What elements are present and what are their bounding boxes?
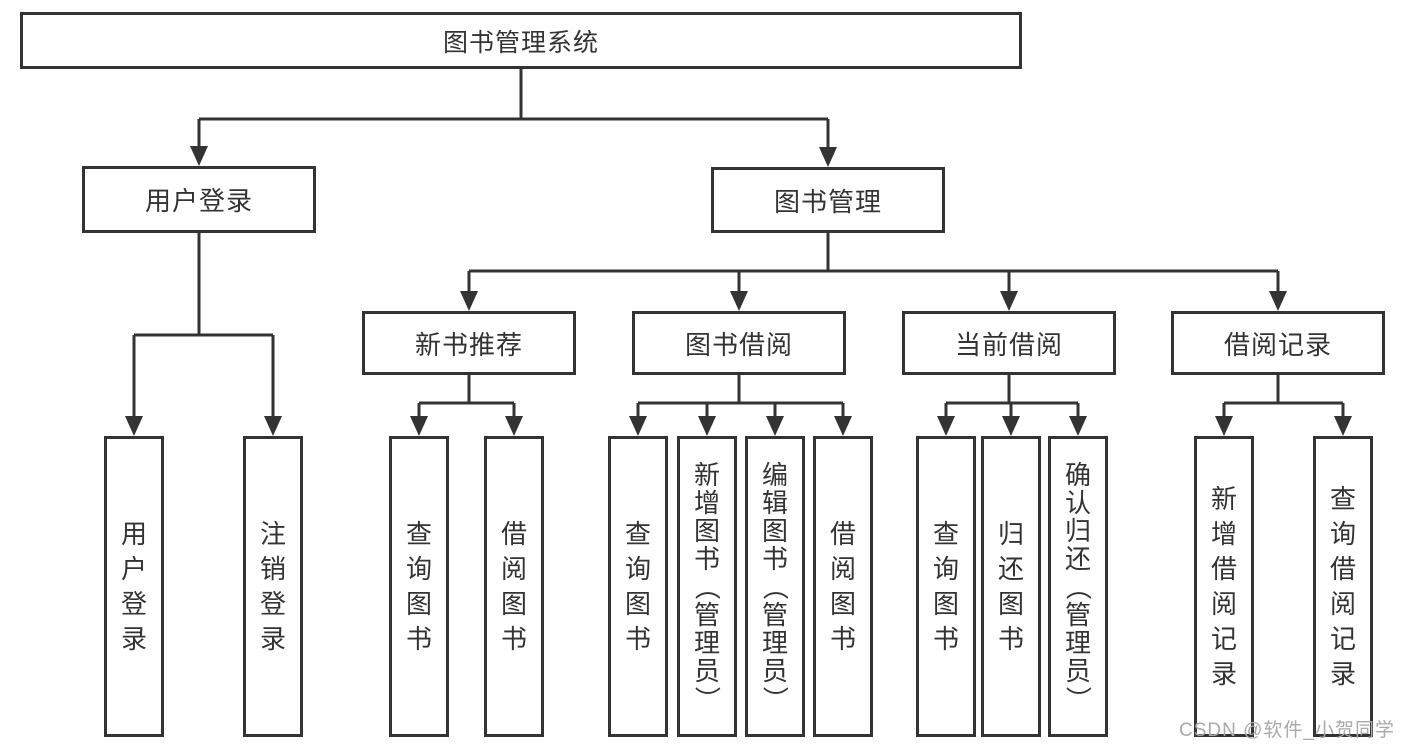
leaf-borrow-borrow-books: 借阅图书 <box>813 436 873 737</box>
leaf-newbook-search-books-label: 查询图书 <box>405 519 432 654</box>
leaf-current-return-books: 归还图书 <box>981 436 1041 737</box>
leaf-borrow-borrow-books-label: 借阅图书 <box>829 519 856 654</box>
node-root-system: 图书管理系统 <box>20 12 1022 69</box>
node-new-book-recommend-label: 新书推荐 <box>414 329 523 360</box>
leaf-logout: 注销登录 <box>243 436 303 737</box>
node-current-borrowing: 当前借阅 <box>902 311 1116 375</box>
node-book-management-label: 图书管理 <box>773 186 882 217</box>
leaf-current-confirm-return-admin: 确认归还（管理员） <box>1048 436 1108 737</box>
node-borrowing-records: 借阅记录 <box>1171 311 1385 375</box>
leaf-records-add-record-label: 新增借阅记录 <box>1210 484 1237 689</box>
leaf-records-search-record-label: 查询借阅记录 <box>1329 484 1356 689</box>
node-borrowing-records-label: 借阅记录 <box>1223 329 1332 360</box>
node-new-book-recommend: 新书推荐 <box>362 311 576 375</box>
leaf-user-login: 用户登录 <box>104 436 164 737</box>
node-root-label: 图书管理系统 <box>442 28 599 57</box>
leaf-newbook-borrow-books: 借阅图书 <box>484 436 544 737</box>
leaf-borrow-search-books: 查询图书 <box>608 436 668 737</box>
watermark: CSDN @软件_小贺同学 <box>1179 720 1395 741</box>
node-user-login-label: 用户登录 <box>144 186 253 216</box>
leaf-current-search-books-label: 查询图书 <box>932 519 959 654</box>
leaf-newbook-borrow-books-label: 借阅图书 <box>500 519 527 654</box>
leaf-newbook-search-books: 查询图书 <box>389 436 449 737</box>
leaf-current-search-books: 查询图书 <box>916 436 976 737</box>
leaf-borrow-search-books-label: 查询图书 <box>624 519 651 654</box>
leaf-records-search-record: 查询借阅记录 <box>1313 436 1373 737</box>
node-user-login: 用户登录 <box>82 166 316 233</box>
leaf-logout-label: 注销登录 <box>259 519 286 654</box>
leaf-records-add-record: 新增借阅记录 <box>1194 436 1254 737</box>
leaf-borrow-add-books-admin: 新增图书（管理员） <box>677 436 737 737</box>
leaf-current-return-books-label: 归还图书 <box>997 519 1024 654</box>
node-book-borrowing: 图书借阅 <box>632 311 846 375</box>
leaf-borrow-edit-books-admin-label: 编辑图书（管理员） <box>759 459 790 712</box>
node-current-borrowing-label: 当前借阅 <box>954 329 1063 360</box>
leaf-borrow-edit-books-admin: 编辑图书（管理员） <box>745 436 805 737</box>
node-book-management: 图书管理 <box>711 167 945 233</box>
leaf-user-login-label: 用户登录 <box>120 519 147 654</box>
node-book-borrowing-label: 图书借阅 <box>684 329 793 360</box>
leaf-borrow-add-books-admin-label: 新增图书（管理员） <box>691 459 722 712</box>
leaf-current-confirm-return-admin-label: 确认归还（管理员） <box>1062 459 1093 712</box>
